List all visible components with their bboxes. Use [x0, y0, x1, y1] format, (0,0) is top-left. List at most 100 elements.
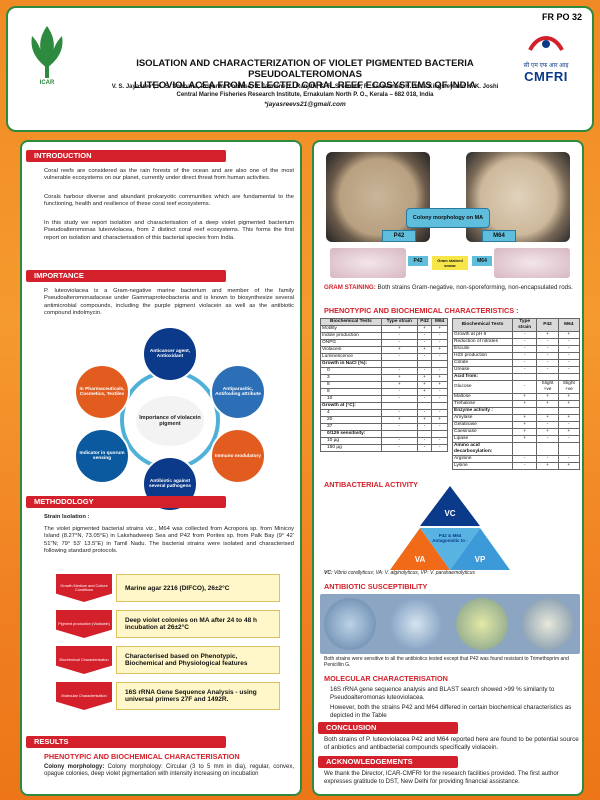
table-row: Acid from: — [452, 373, 581, 381]
table-cell: - — [431, 332, 448, 340]
table-cell: Amylase — [452, 414, 513, 422]
table-row: Lipase+-- — [452, 435, 581, 443]
node-antiparasitic: Antiparasitic, Antifouling attribute — [210, 364, 266, 420]
table-row: Motility+++ — [320, 325, 448, 333]
table-cell: 0/129 sensitivity: — [320, 430, 382, 438]
node-immuno: Immuno modulatory — [210, 428, 266, 484]
table-cell — [557, 407, 581, 415]
table-cell: Citrate — [452, 359, 513, 367]
table2-header: Biochemical Tests — [452, 318, 513, 332]
table-cell: 8 — [320, 388, 382, 396]
antibiotic-head: ANTIBIOTIC SUSCEPTIBILITY — [324, 582, 428, 591]
table-cell: Acid from: — [452, 373, 513, 381]
table-cell: - — [536, 455, 559, 463]
table-row: Violacein+++ — [320, 346, 448, 354]
table-cell: + — [380, 346, 418, 354]
table-cell: - — [536, 366, 559, 374]
table2-header: M64 — [557, 318, 581, 332]
table-row: 20+++ — [320, 416, 448, 424]
table-cell: - — [431, 339, 448, 347]
table-cell: - — [536, 421, 559, 429]
molecular-p2: However, both the strains P42 and M64 di… — [330, 704, 572, 719]
table-row: Trehalose+++ — [452, 400, 581, 408]
table-cell — [557, 442, 581, 456]
table-cell: + — [416, 381, 433, 389]
table-cell: + — [511, 428, 538, 436]
table-cell: - — [380, 444, 418, 452]
table-cell: Amino acid decarboxylation: — [452, 442, 513, 456]
poster-title: ISOLATION AND CHARACTERIZATION OF VIOLET… — [80, 58, 530, 91]
table-cell: + — [431, 381, 448, 389]
table-cell: + — [416, 374, 433, 382]
table-row: Reduction of nitrates--- — [452, 338, 581, 346]
table-cell: + — [416, 346, 433, 354]
table-cell: - — [431, 353, 448, 361]
table-row: Citrate--- — [452, 359, 581, 367]
table-cell: - — [557, 435, 581, 443]
table-row: Growth at pH 6-++ — [452, 331, 581, 339]
table-cell: - — [380, 388, 418, 396]
table-cell — [511, 442, 538, 456]
table-cell: 4 — [320, 409, 382, 417]
table-cell — [431, 360, 448, 368]
methodology-heading: METHODOLOGY — [26, 496, 226, 508]
gram-staining: GRAM STAINING: Both strains Gram-negativ… — [324, 284, 580, 292]
table-cell: - — [557, 352, 581, 360]
node-quorum: Indicator in quorum sensing — [74, 428, 130, 484]
table-cell — [536, 442, 559, 456]
table-cell: - — [557, 345, 581, 353]
table-cell: + — [536, 393, 559, 401]
table-cell: - — [511, 359, 538, 367]
antibacterial-head: ANTIBACTERIAL ACTIVITY — [324, 480, 419, 489]
table-cell: Slight +ve — [536, 380, 559, 394]
plate-p42 — [326, 152, 430, 242]
table-cell: Luminescence — [320, 353, 382, 361]
gram-smear-m64 — [494, 248, 570, 278]
antibiotic-text: Both strains were sensitive to all the a… — [324, 656, 569, 668]
table-cell: Growth at (°C): — [320, 402, 382, 410]
table-cell: - — [557, 359, 581, 367]
table-cell: - — [536, 345, 559, 353]
table-cell: + — [431, 346, 448, 354]
table2-header: Type strain — [511, 318, 538, 332]
ack-heading: ACKNOWLEDGEMENTS — [318, 756, 458, 768]
table-cell: + — [557, 393, 581, 401]
poster-code: FR PO 32 — [541, 12, 582, 22]
plate-4 — [522, 598, 574, 650]
table-cell: Glucose — [452, 380, 513, 394]
table-cell: 3 — [320, 374, 382, 382]
table-row: Caesinase+++ — [452, 428, 581, 436]
table-cell: + — [511, 435, 538, 443]
table-cell — [431, 402, 448, 410]
table-row: 10--- — [320, 395, 448, 403]
table-row: Enzyme activity : — [452, 407, 581, 415]
table-row: 0/129 sensitivity: — [320, 430, 448, 438]
table-cell: - — [380, 437, 418, 445]
step-4-label: Molecular Characterisation — [56, 682, 112, 710]
table-cell: + — [536, 400, 559, 408]
table-cell: Growth at pH 6 — [452, 331, 513, 339]
title-line-2: LUTEOVIOLACEA FROM SELECTED CORAL REEF E… — [133, 80, 477, 91]
table-cell: - — [416, 367, 433, 375]
table-cell: Caesinase — [452, 428, 513, 436]
antagonism-triangle: VC VA VP P42 & M64 Antagonistic to : — [390, 484, 510, 574]
table-cell: - — [511, 331, 538, 339]
table-cell: Maltose — [452, 393, 513, 401]
plate-m64 — [466, 152, 570, 242]
table-cell: - — [416, 437, 433, 445]
intro-heading: INTRODUCTION — [26, 150, 226, 162]
table-cell: - — [557, 366, 581, 374]
table-cell — [416, 360, 433, 368]
table-row: Amino acid decarboxylation: — [452, 442, 581, 456]
table-cell: - — [511, 338, 538, 346]
table-row: Esculin--- — [452, 345, 581, 353]
step-2-text: Deep violet colonies on MA after 24 to 4… — [116, 610, 280, 638]
table-cell: - — [431, 444, 448, 452]
table-row: 10 µg--- — [320, 437, 448, 445]
table-cell: + — [380, 381, 418, 389]
table-cell: - — [380, 409, 418, 417]
table-row: ONPG--- — [320, 339, 448, 347]
table1-header: P42 — [416, 318, 433, 326]
gram-m64: M64 — [472, 256, 492, 266]
table-cell: - — [557, 421, 581, 429]
